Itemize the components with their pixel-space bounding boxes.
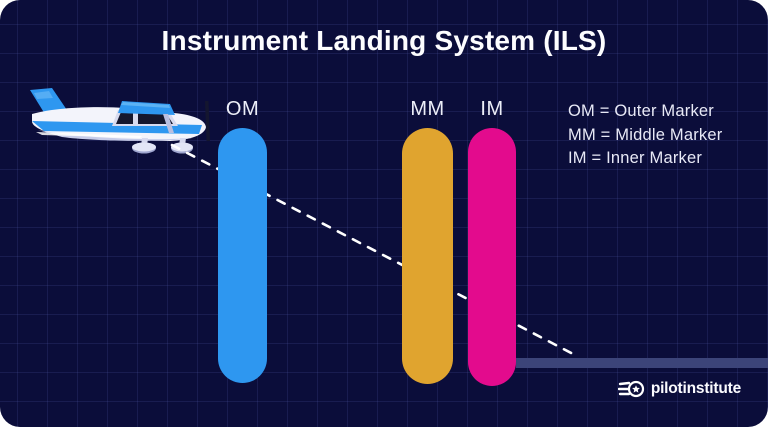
pilot-institute-badge-icon [617, 380, 644, 398]
page-title: Instrument Landing System (ILS) [161, 25, 607, 56]
logo-text: pilotinstitute [650, 380, 741, 397]
middle-marker-label: MM [410, 98, 445, 120]
outer-marker-label: OM [225, 98, 260, 120]
outer-marker-bar [218, 128, 267, 383]
inner-marker-bar [468, 128, 516, 386]
legend-line-middle-marker: MM = Middle Marker [568, 125, 723, 144]
legend-line-inner-marker: IM = Inner Marker [568, 149, 703, 167]
legend-line-outer-marker: OM = Outer Marker [568, 102, 714, 120]
middle-marker-bar [402, 128, 453, 384]
inner-marker-label: IM [480, 98, 504, 120]
runway-bar [516, 358, 768, 368]
airplane-icon [30, 88, 210, 154]
pilot-institute-logo: pilotinstitute [617, 378, 741, 400]
legend: OM = Outer Marker MM = Middle Marker IM … [568, 100, 722, 171]
